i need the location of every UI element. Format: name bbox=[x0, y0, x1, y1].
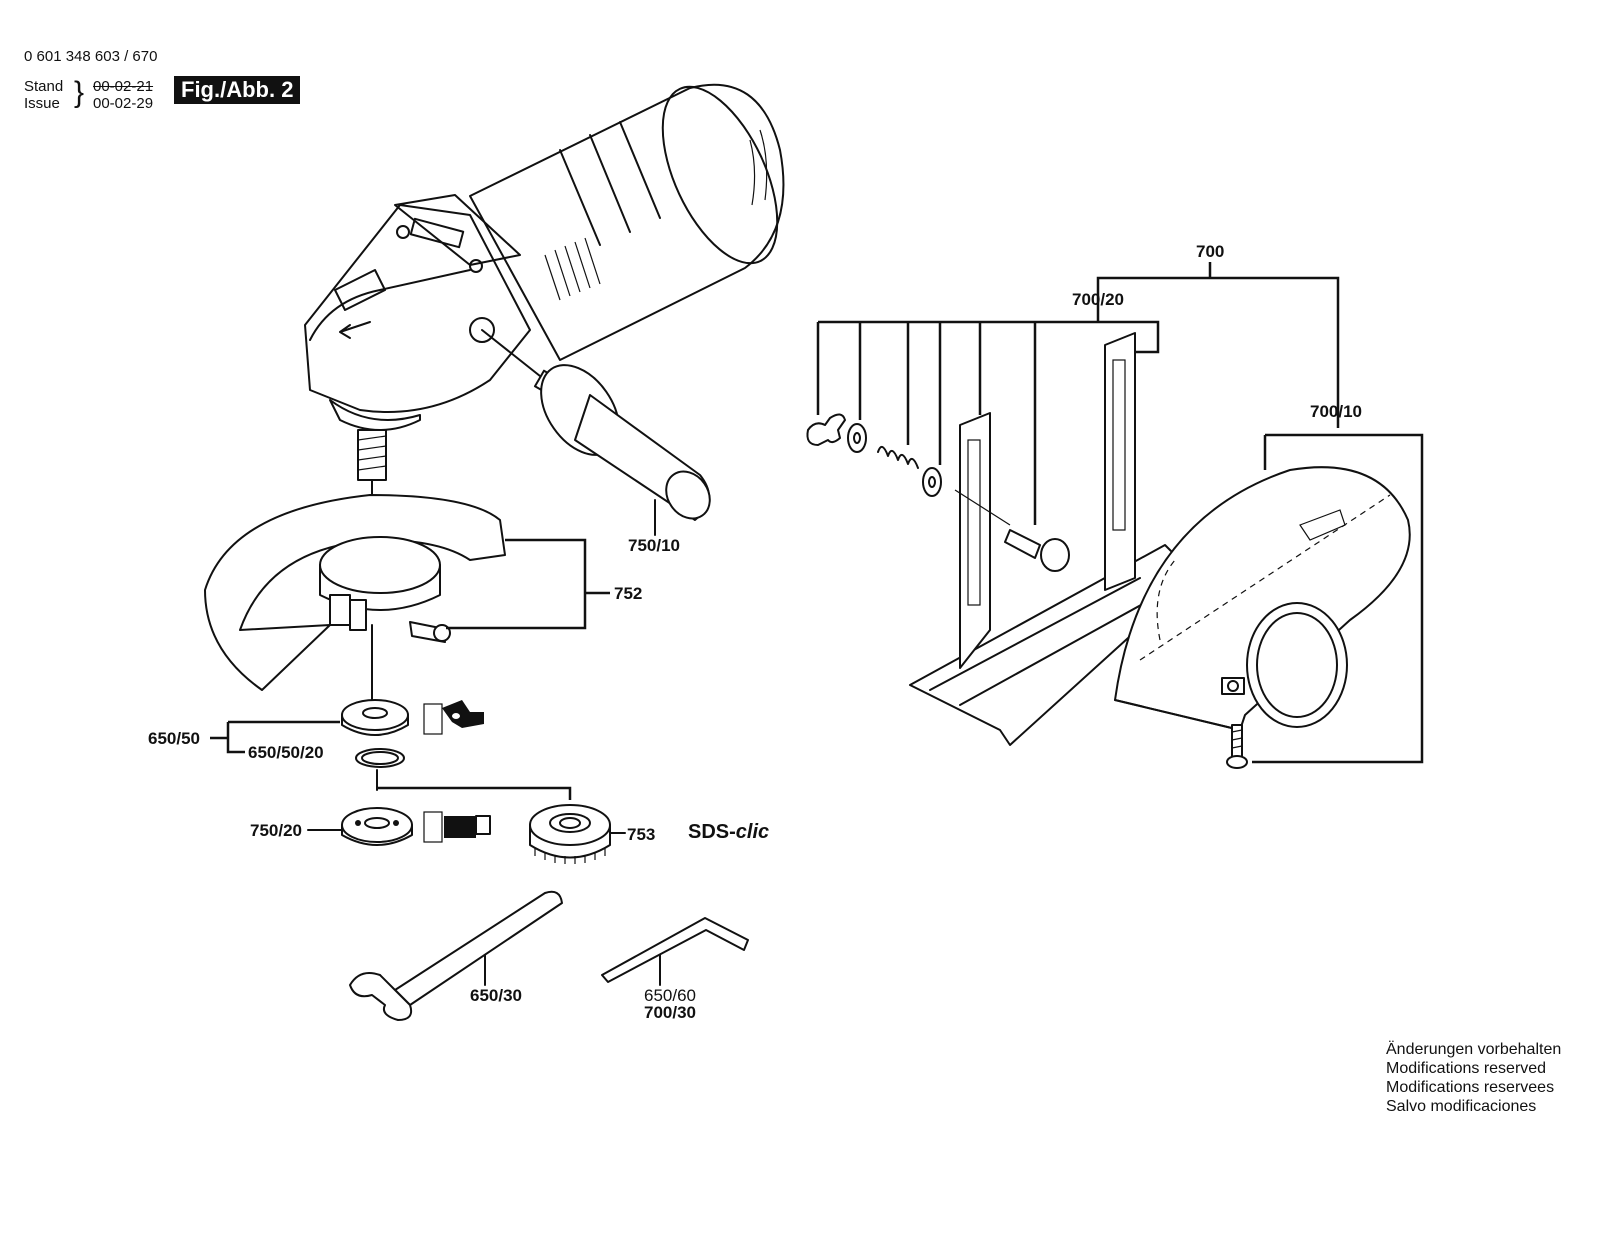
hex-key-icon bbox=[601, 917, 749, 986]
note-en: Modifications reserved bbox=[1386, 1060, 1547, 1077]
label-700: 700 bbox=[1196, 242, 1225, 261]
label-752: 752 bbox=[614, 584, 643, 603]
label-650-30: 650/30 bbox=[470, 986, 522, 1005]
wing-nut-icon bbox=[806, 413, 846, 446]
leader-752 bbox=[446, 538, 610, 630]
modifications-notice: Änderungen vorbehalten Modifications res… bbox=[1386, 1040, 1561, 1116]
flange-section-icon bbox=[423, 700, 484, 735]
label-753: 753 bbox=[627, 825, 656, 844]
label-700-10: 700/10 bbox=[1310, 402, 1362, 421]
auxiliary-handle-icon bbox=[481, 329, 711, 536]
sds-clic-logo: SDS-clic bbox=[688, 821, 770, 843]
mounting-flange-icon bbox=[341, 699, 572, 800]
label-700-30: 700/30 bbox=[644, 1003, 696, 1022]
leader-650-50 bbox=[210, 720, 340, 754]
label-750-20: 750/20 bbox=[250, 821, 302, 840]
spring-icon bbox=[877, 445, 919, 469]
carriage-bolt-icon bbox=[954, 489, 1070, 572]
washer-icon bbox=[847, 423, 867, 453]
cutting-guard-icon bbox=[1114, 466, 1411, 769]
note-es: Salvo modificaciones bbox=[1386, 1098, 1537, 1115]
note-de: Änderungen vorbehalten bbox=[1386, 1041, 1562, 1058]
wheel-guard-icon bbox=[204, 494, 506, 701]
angle-grinder-icon bbox=[304, 83, 785, 566]
label-750-10: 750/10 bbox=[628, 536, 680, 555]
stand-date: 00-02-21 bbox=[93, 78, 154, 95]
part-number: 0 601 348 603 / 670 bbox=[24, 48, 158, 65]
stand-label: Stand bbox=[24, 78, 64, 95]
washer-icon-2 bbox=[922, 467, 942, 497]
quick-clamping-nut-icon bbox=[529, 804, 626, 864]
issue-date: 00-02-29 bbox=[93, 95, 154, 112]
label-650-50: 650/50 bbox=[148, 729, 200, 748]
label-650-60: 650/60 bbox=[644, 986, 696, 1005]
label-700-20: 700/20 bbox=[1072, 290, 1124, 309]
label-650-50-20: 650/50/20 bbox=[248, 743, 324, 762]
note-fr: Modifications reservees bbox=[1386, 1079, 1555, 1096]
pin-spanner-icon bbox=[349, 890, 563, 1021]
cutting-guide-icon bbox=[806, 332, 1181, 746]
leaders-700 bbox=[816, 262, 1424, 764]
brace-icon: } bbox=[74, 76, 85, 109]
issue-label: Issue bbox=[24, 95, 60, 112]
figure-label: Fig./Abb. 2 bbox=[174, 76, 301, 104]
clamping-nut-icon bbox=[307, 807, 491, 846]
